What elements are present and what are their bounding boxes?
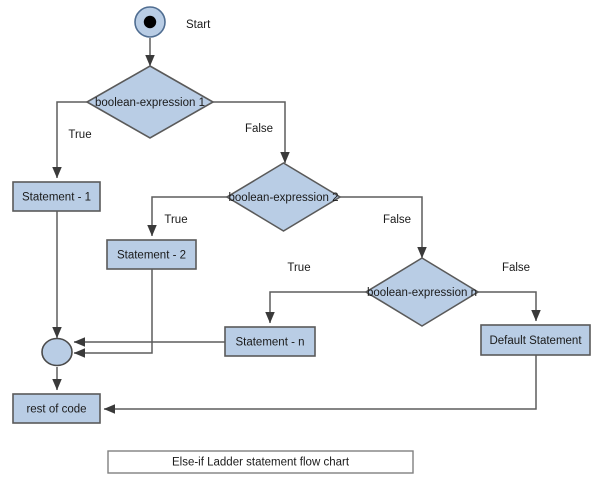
edge-label-decision1-false: False: [245, 123, 273, 135]
caption-box: [107, 450, 414, 474]
decisionn-diamond: [364, 257, 480, 327]
start-node[interactable]: [134, 6, 166, 38]
decision2-label: boolean-expression 2: [229, 192, 339, 204]
rest-of-code-box: [12, 393, 101, 424]
default-statement-label: Default Statement: [489, 335, 582, 347]
default-statement-box: [480, 324, 591, 356]
process-default-statement[interactable]: Default Statement: [480, 324, 591, 356]
decision-boolean-expression-1[interactable]: boolean-expression 1: [85, 65, 215, 139]
statementn-box: [224, 326, 316, 357]
rest-of-code-label: rest of code: [26, 404, 86, 416]
decision1-label: boolean-expression 1: [95, 97, 205, 109]
process-statement-1[interactable]: Statement - 1: [12, 181, 101, 212]
edge-decision2-true-to-statement2: [147, 196, 227, 237]
merge-connector[interactable]: [41, 337, 73, 367]
edge-statement2-to-merge: [73, 269, 153, 358]
process-statement-n[interactable]: Statement - n: [224, 326, 316, 357]
edge-decision2-false-to-decisionn: [340, 196, 427, 259]
start-node-dot: [143, 15, 157, 29]
statement2-box: [106, 239, 197, 270]
edge-decision1-false-to-decision2: [213, 101, 290, 164]
edge-label-decision2-false: False: [383, 214, 411, 226]
decision-boolean-expression-n[interactable]: boolean-expression n: [364, 257, 480, 327]
process-rest-of-code[interactable]: rest of code: [12, 393, 101, 424]
statement1-box: [12, 181, 101, 212]
edge-label-decisionn-true: True: [287, 262, 310, 274]
edge-decisionn-true-to-statementn: [265, 291, 366, 324]
edge-default-to-rest-of-code: [103, 355, 537, 414]
edge-label-decision1-true: True: [68, 129, 91, 141]
statementn-label: Statement - n: [235, 337, 304, 349]
process-statement-2[interactable]: Statement - 2: [106, 239, 197, 270]
edge-decisionn-false-to-default: [478, 291, 541, 322]
edge-label-decisionn-false: False: [502, 262, 530, 274]
edge-label-decision2-true: True: [164, 214, 187, 226]
decision1-diamond: [85, 65, 215, 139]
edge-decision1-true-to-statement1: [52, 101, 87, 179]
statement2-label: Statement - 2: [117, 250, 186, 262]
start-node-label: Start: [186, 19, 211, 31]
caption: Else-if Ladder statement flow chart: [107, 450, 414, 474]
decision2-diamond: [225, 162, 342, 232]
decisionn-label: boolean-expression n: [367, 287, 477, 299]
merge-connector-circle: [41, 337, 73, 367]
decision-boolean-expression-2[interactable]: boolean-expression 2: [225, 162, 342, 232]
statement1-label: Statement - 1: [22, 192, 91, 204]
caption-label: Else-if Ladder statement flow chart: [172, 457, 350, 469]
